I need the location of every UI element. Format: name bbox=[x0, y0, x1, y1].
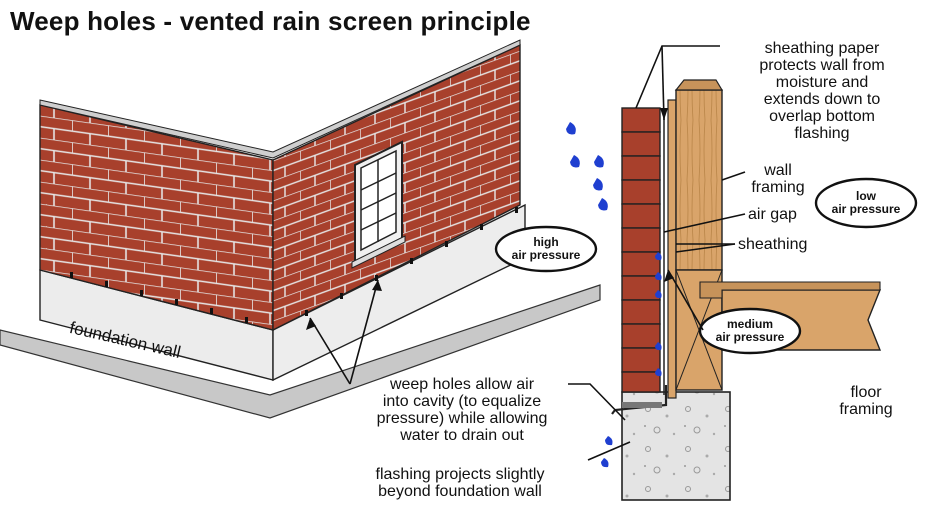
brick-column bbox=[621, 107, 661, 393]
window bbox=[351, 140, 406, 269]
oval-high-outline bbox=[494, 225, 598, 273]
oval-low-pressure: low air pressure bbox=[831, 189, 901, 216]
oval-high-pressure: high air pressure bbox=[511, 235, 581, 262]
label-air-gap: air gap bbox=[748, 206, 797, 223]
oval-medium-outline bbox=[698, 307, 802, 355]
wall-stud bbox=[675, 89, 723, 271]
oval-low-outline bbox=[814, 177, 918, 229]
water-drops bbox=[566, 122, 662, 468]
ground-plane bbox=[0, 284, 601, 419]
label-floor-framing: floor framing bbox=[839, 384, 893, 418]
leader-lines bbox=[309, 45, 746, 461]
label-weep-holes: weep holes allow air into cavity (to equ… bbox=[376, 376, 548, 444]
oval-medium-pressure: medium air pressure bbox=[715, 317, 785, 344]
label-sheathing: sheathing bbox=[738, 236, 808, 253]
diagram-title: Weep holes - vented rain screen principl… bbox=[10, 6, 531, 36]
label-wall-framing: wall framing bbox=[751, 162, 805, 196]
weep-hole-marks bbox=[70, 207, 518, 323]
label-flashing: flashing projects slightly beyond founda… bbox=[375, 466, 545, 500]
label-sheathing-paper: sheathing paper protects wall from moist… bbox=[759, 40, 885, 142]
